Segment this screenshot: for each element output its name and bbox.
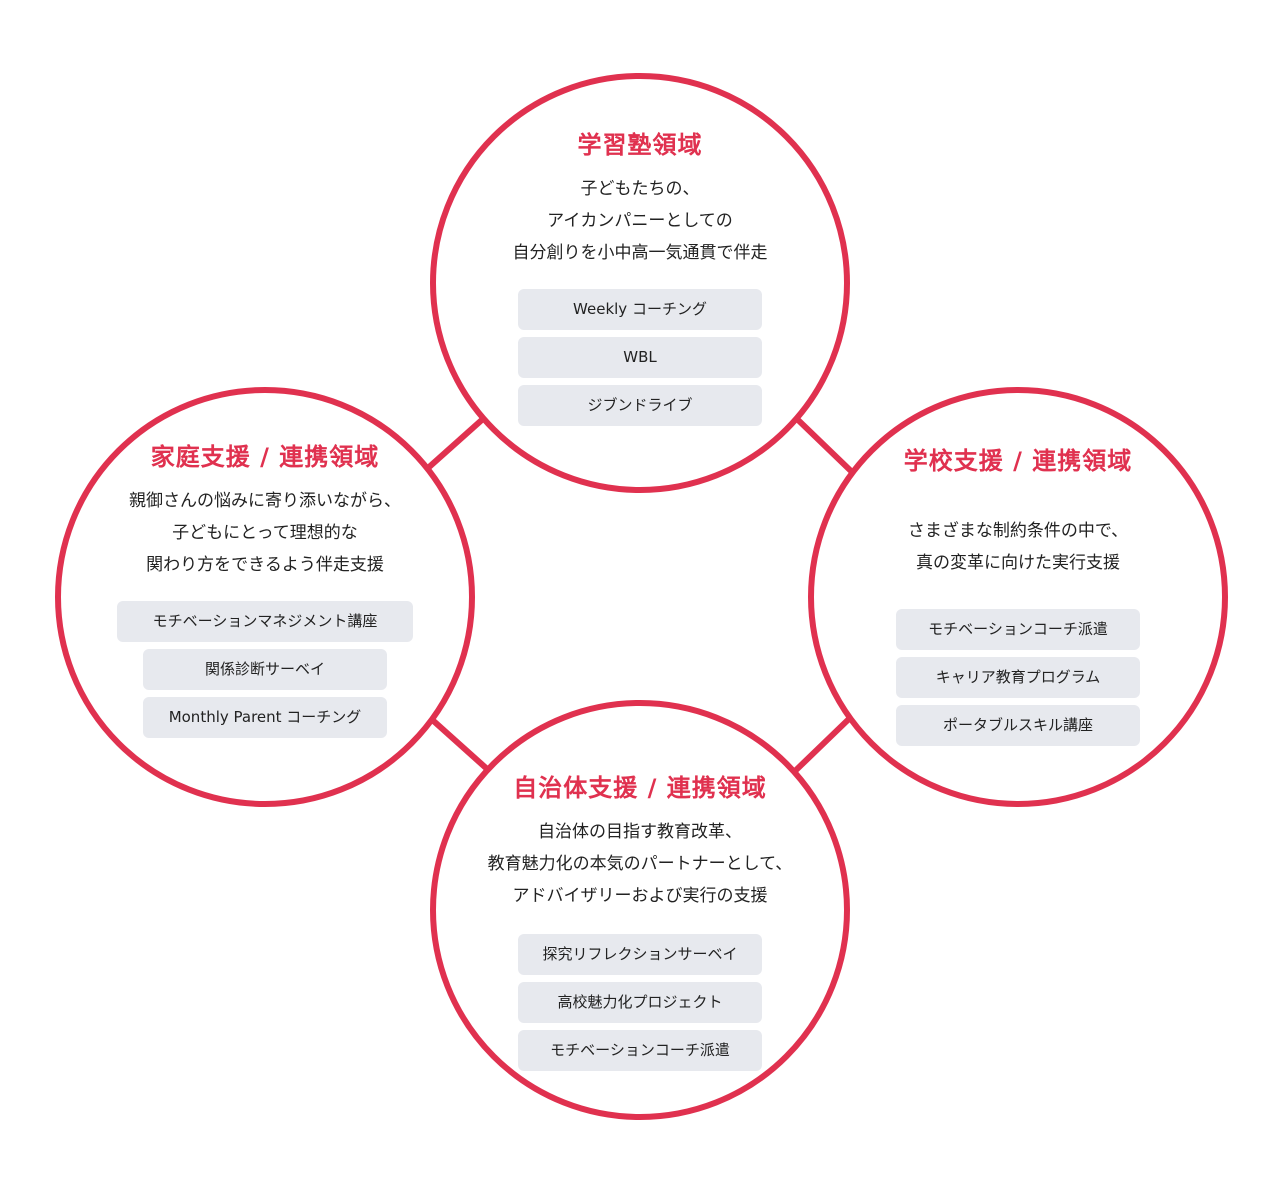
service-pill: キャリア教育プログラム bbox=[896, 657, 1140, 698]
service-list: 探究リフレクションサーベイ 高校魅力化プロジェクト モチベーションコーチ派遣 bbox=[518, 934, 762, 1078]
connector-right-bottom bbox=[791, 713, 855, 775]
domain-title: 学習塾領域 bbox=[577, 131, 703, 159]
domain-circle-family-support: 家庭支援 / 連携領域 親御さんの悩みに寄り添いながら、 子どもにとって理想的な… bbox=[55, 387, 475, 807]
domain-description: さまざまな制約条件の中で、 真の変革に向けた実行支援 bbox=[908, 515, 1128, 579]
description-line: 親御さんの悩みに寄り添いながら、 bbox=[129, 491, 401, 511]
service-list: モチベーションコーチ派遣 キャリア教育プログラム ポータブルスキル講座 bbox=[896, 609, 1140, 753]
domain-circle-municipality-support: 自治体支援 / 連携領域 自治体の目指す教育改革、 教育魅力化の本気のパートナー… bbox=[430, 700, 850, 1120]
domain-title: 学校支援 / 連携領域 bbox=[903, 447, 1133, 475]
service-pill: ポータブルスキル講座 bbox=[896, 705, 1140, 746]
service-list: Weekly コーチング WBL ジブンドライブ bbox=[518, 289, 762, 433]
description-line: 子どもたちの、 bbox=[580, 179, 700, 199]
service-pill: 高校魅力化プロジェクト bbox=[518, 982, 762, 1023]
connector-top-left bbox=[426, 415, 486, 471]
domain-circle-cram-school: 学習塾領域 子どもたちの、 アイカンパニーとしての 自分創りを小中高一気通貫で伴… bbox=[430, 73, 850, 493]
domain-title: 家庭支援 / 連携領域 bbox=[150, 443, 380, 471]
domain-circle-school-support: 学校支援 / 連携領域 さまざまな制約条件の中で、 真の変革に向けた実行支援 モ… bbox=[808, 387, 1228, 807]
service-pill: モチベーションマネジメント講座 bbox=[117, 601, 413, 642]
description-line: 教育魅力化の本気のパートナーとして、 bbox=[487, 854, 793, 874]
description-line: 子どもにとって理想的な bbox=[172, 523, 358, 543]
service-pill: ジブンドライブ bbox=[518, 385, 762, 426]
service-pill: 探究リフレクションサーベイ bbox=[518, 934, 762, 975]
domain-description: 自治体の目指す教育改革、 教育魅力化の本気のパートナーとして、 アドバイザリーお… bbox=[488, 816, 793, 912]
description-line: 自治体の目指す教育改革、 bbox=[537, 822, 742, 842]
connector-top-right bbox=[793, 415, 855, 475]
description-line: 自分創りを小中高一気通貫で伴走 bbox=[512, 243, 768, 263]
domain-description: 子どもたちの、 アイカンパニーとしての 自分創りを小中高一気通貫で伴走 bbox=[513, 173, 768, 269]
description-line: さまざまな制約条件の中で、 bbox=[907, 521, 1129, 541]
description-line: 真の変革に向けた実行支援 bbox=[915, 553, 1120, 573]
service-pill: モチベーションコーチ派遣 bbox=[896, 609, 1140, 650]
service-pill: モチベーションコーチ派遣 bbox=[518, 1030, 762, 1071]
service-list: モチベーションマネジメント講座 関係診断サーベイ Monthly Parent … bbox=[117, 601, 413, 745]
description-line: 関わり方をできるよう伴走支援 bbox=[146, 555, 384, 575]
service-pill: 関係診断サーベイ bbox=[143, 649, 387, 690]
description-line: アイカンパニーとしての bbox=[547, 211, 733, 231]
service-pill: Monthly Parent コーチング bbox=[143, 697, 387, 738]
domain-description: 親御さんの悩みに寄り添いながら、 子どもにとって理想的な 関わり方をできるよう伴… bbox=[129, 485, 401, 581]
service-pill: Weekly コーチング bbox=[518, 289, 762, 330]
connector-left-bottom bbox=[425, 713, 489, 771]
service-pill: WBL bbox=[518, 337, 762, 378]
description-line: アドバイザリーおよび実行の支援 bbox=[512, 886, 768, 906]
domain-title: 自治体支援 / 連携領域 bbox=[513, 774, 767, 802]
